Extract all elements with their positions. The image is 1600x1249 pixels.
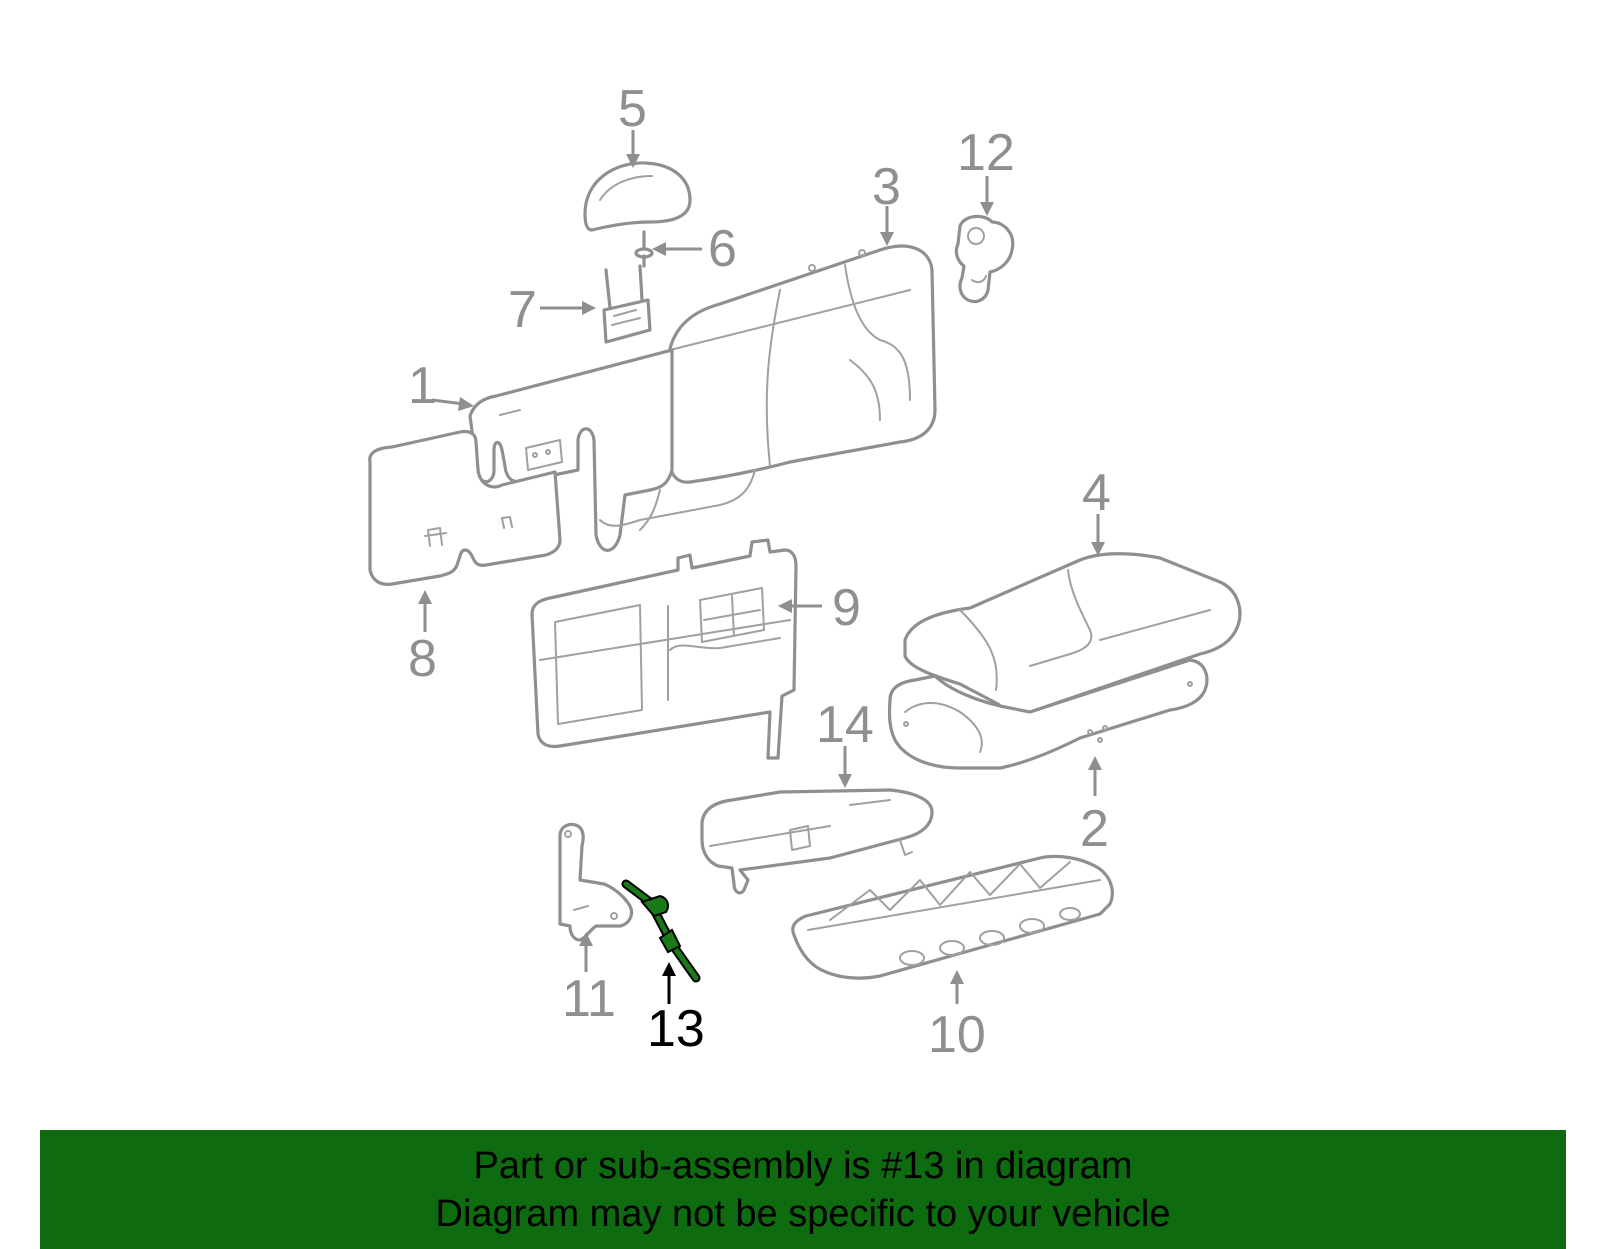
leader-lines bbox=[418, 130, 1105, 1004]
callout-4[interactable]: 4 bbox=[1082, 464, 1111, 522]
part-1-seat-back-pad[interactable] bbox=[468, 348, 756, 552]
part-7-headrest-support[interactable] bbox=[602, 264, 652, 344]
callout-5[interactable]: 5 bbox=[618, 80, 647, 138]
part-13-highlighted[interactable] bbox=[621, 879, 701, 983]
part-14-cushion-pad[interactable] bbox=[700, 788, 934, 895]
callout-11[interactable]: 11 bbox=[562, 970, 616, 1028]
part-2-seat-cushion-pad[interactable] bbox=[887, 658, 1209, 770]
parts-diagram: 1 2 3 4 5 6 7 8 9 10 11 12 13 14 bbox=[368, 80, 1242, 1064]
callout-3[interactable]: 3 bbox=[872, 158, 901, 216]
info-banner: Part or sub-assembly is #13 in diagram D… bbox=[40, 1130, 1566, 1249]
part-10-cushion-frame[interactable] bbox=[791, 854, 1114, 980]
part-6-guide-pin[interactable] bbox=[634, 230, 654, 268]
part-3-seat-back-cover[interactable] bbox=[666, 244, 937, 484]
banner-line-1: Part or sub-assembly is #13 in diagram bbox=[473, 1145, 1133, 1187]
callout-9[interactable]: 9 bbox=[832, 579, 861, 637]
callout-13[interactable]: 13 bbox=[647, 1000, 705, 1058]
part-11-hinge-bracket[interactable] bbox=[558, 822, 634, 942]
part-9-seat-back-frame[interactable] bbox=[530, 538, 798, 760]
callout-10[interactable]: 10 bbox=[928, 1006, 986, 1064]
callout-2[interactable]: 2 bbox=[1080, 800, 1109, 858]
callout-1[interactable]: 1 bbox=[408, 357, 437, 415]
callout-12[interactable]: 12 bbox=[957, 124, 1015, 182]
part-12-clip[interactable] bbox=[954, 214, 1015, 304]
part-4-seat-cushion-cover[interactable] bbox=[903, 552, 1242, 716]
part-8-back-panel[interactable] bbox=[368, 429, 562, 586]
callout-7[interactable]: 7 bbox=[508, 281, 537, 339]
callout-14[interactable]: 14 bbox=[816, 696, 874, 754]
banner-line-2: Diagram may not be specific to your vehi… bbox=[435, 1193, 1171, 1235]
callout-6[interactable]: 6 bbox=[708, 220, 737, 278]
callout-labels: 1 2 3 4 5 6 7 8 9 10 11 12 13 14 bbox=[408, 80, 1111, 1064]
part-5-headrest[interactable] bbox=[583, 161, 692, 232]
callout-8[interactable]: 8 bbox=[408, 630, 437, 688]
